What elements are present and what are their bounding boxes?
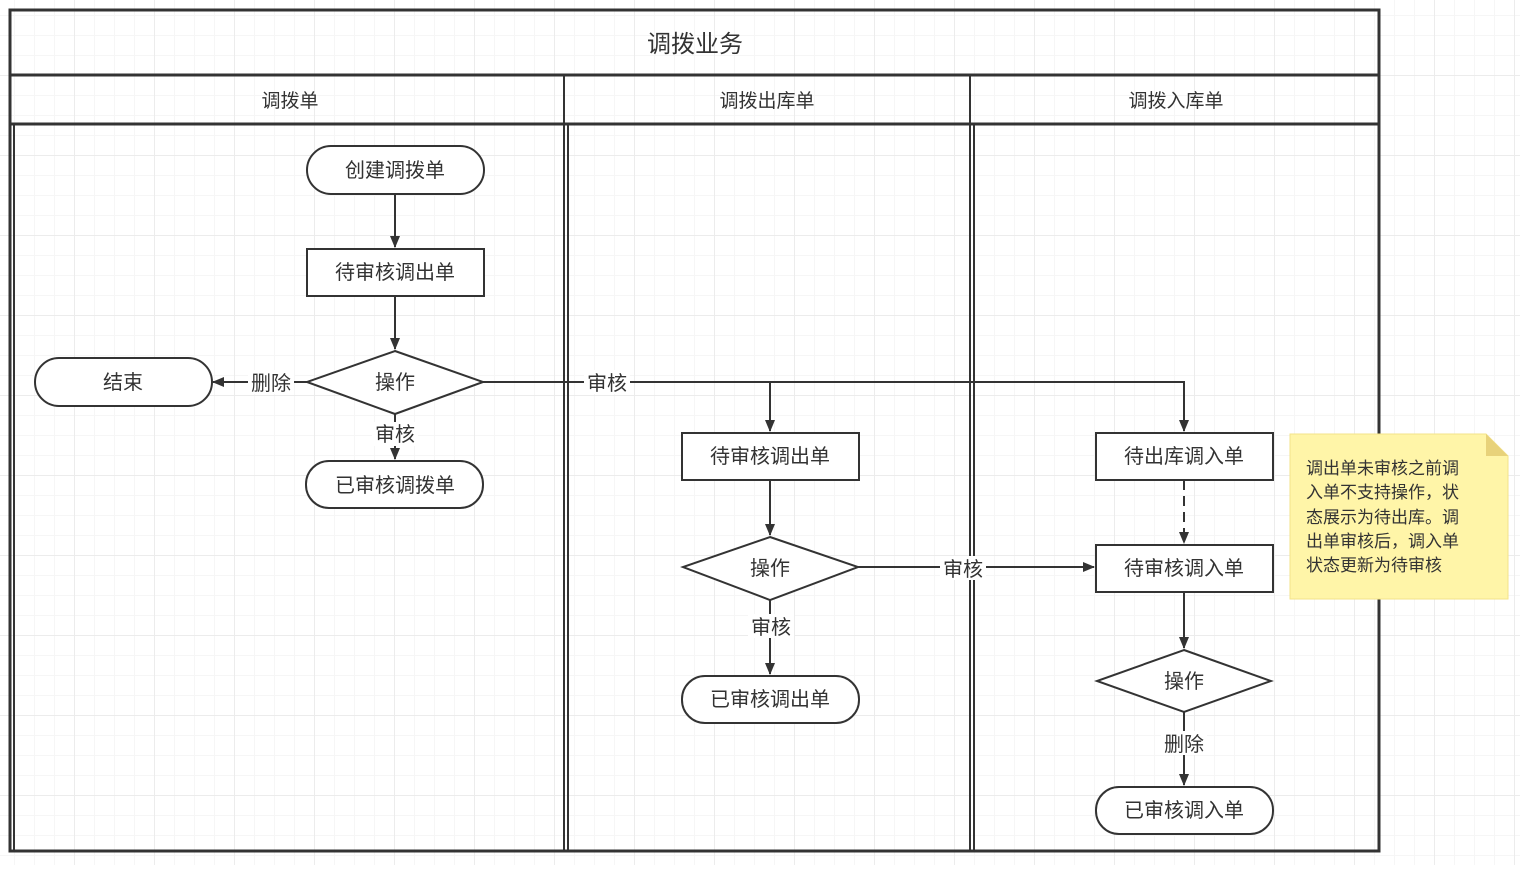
- edge-label-approve-1: 审核: [375, 422, 415, 446]
- edge-labels: 删除 审核 审核 审核 审核 删除: [248, 370, 1207, 756]
- process-shape: [1095, 432, 1274, 481]
- node-label: 操作: [750, 556, 790, 580]
- process-shape: [681, 432, 860, 481]
- node-label: 已审核调入单: [1124, 798, 1244, 822]
- lanes: 调拨单 调拨出库单 调拨入库单: [10, 75, 1379, 851]
- node-op-2[interactable]: 操作: [680, 535, 861, 602]
- lane-header-transfer: 调拨单: [261, 90, 318, 112]
- node-label: 操作: [1164, 669, 1204, 693]
- note-line: 出单审核后，调入单: [1306, 532, 1459, 552]
- node-label: 操作: [375, 370, 415, 394]
- note-line: 状态更新为待审核: [1306, 556, 1442, 576]
- edge-label-approve-cross: 审核: [587, 371, 627, 395]
- edge-label-approve-2: 审核: [751, 615, 791, 639]
- node-label: 待审核调出单: [335, 260, 455, 284]
- decision-shape: [1094, 648, 1274, 714]
- edge-label-bg: [748, 614, 794, 638]
- process-shape: [306, 248, 485, 297]
- pool: 调拨业务: [8, 8, 1381, 853]
- note-line: 入单不支持操作，状: [1306, 483, 1459, 503]
- node-op-3[interactable]: 操作: [1094, 648, 1274, 714]
- edge-label-delete-1: 删除: [251, 371, 291, 395]
- terminator-shape: [681, 675, 860, 724]
- pool-border: [8, 8, 1381, 853]
- edge-label-bg: [940, 556, 986, 580]
- node-create[interactable]: 创建调拨单: [306, 145, 485, 195]
- node-label: 已审核调拨单: [335, 473, 455, 497]
- terminator-shape: [305, 460, 484, 509]
- decision-shape: [680, 535, 861, 602]
- node-pending-in[interactable]: 待审核调入单: [1095, 544, 1274, 593]
- sticky-note[interactable]: 调出单未审核之前调 入单不支持操作，状 态展示为待出库。调 出单审核后，调入单 …: [1289, 433, 1509, 600]
- node-approved-transfer[interactable]: 已审核调拨单: [305, 460, 484, 509]
- edge-label-bg: [248, 370, 294, 394]
- node-pending-out-1[interactable]: 待审核调出单: [306, 248, 485, 297]
- note-line: 态展示为待出库。调: [1306, 508, 1459, 528]
- note-line: 调出单未审核之前调: [1306, 459, 1459, 479]
- edge-label-bg: [372, 422, 418, 446]
- lane-header-outbound: 调拨出库单: [719, 90, 814, 112]
- note-shape: [1289, 433, 1509, 600]
- edge-label-bg: [584, 370, 630, 394]
- node-label: 已审核调出单: [710, 687, 830, 711]
- edge-label-bg: [1161, 731, 1207, 755]
- node-approved-out[interactable]: 已审核调出单: [681, 675, 860, 724]
- terminator-shape: [306, 145, 485, 195]
- pool-title: 调拨业务: [647, 30, 743, 58]
- edge-label-approve-cross-2: 审核: [943, 557, 983, 581]
- node-label: 待审核调入单: [1124, 556, 1244, 580]
- node-pending-out-2[interactable]: 待审核调出单: [681, 432, 860, 481]
- node-op-1[interactable]: 操作: [304, 349, 486, 416]
- node-approved-in[interactable]: 已审核调入单: [1095, 786, 1274, 835]
- terminator-shape: [34, 357, 213, 407]
- edge-label-delete-3: 删除: [1164, 732, 1204, 756]
- node-label: 待审核调出单: [710, 444, 830, 468]
- node-label: 创建调拨单: [345, 158, 445, 182]
- edge-op1-approve-to-pending-outbound-in: [483, 381, 1189, 432]
- note-fold: [1486, 434, 1508, 456]
- decision-shape: [304, 349, 486, 416]
- node-label: 待出库调入单: [1124, 444, 1244, 468]
- process-shape: [1095, 544, 1274, 593]
- node-end[interactable]: 结束: [34, 357, 213, 407]
- node-pending-outbound-in[interactable]: 待出库调入单: [1095, 432, 1274, 481]
- node-label: 结束: [103, 370, 143, 394]
- lane-header-inbound: 调拨入库单: [1128, 90, 1223, 112]
- terminator-shape: [1095, 786, 1274, 835]
